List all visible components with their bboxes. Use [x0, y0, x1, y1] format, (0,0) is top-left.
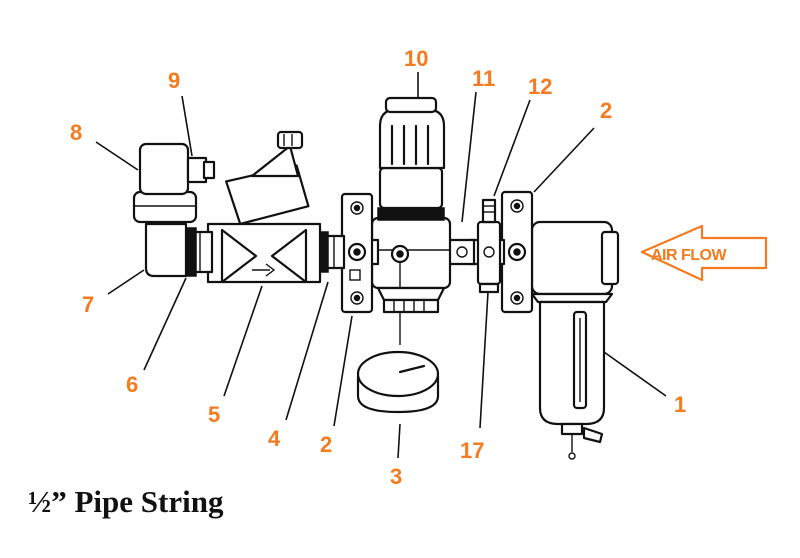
- callout-11: 11: [472, 66, 495, 91]
- port-block: [468, 198, 506, 294]
- lockout-valve: [206, 130, 322, 284]
- callout-1: 1: [674, 392, 686, 417]
- callout-6: 6: [126, 372, 138, 397]
- callout-3: 3: [390, 464, 402, 489]
- callout-5: 5: [208, 402, 220, 427]
- callout-numbers: 1 2 2 3 4 5 6 7 8 9 10 11 12 17: [70, 46, 686, 489]
- mounting-bracket-left: [340, 192, 374, 314]
- callout-2-left: 2: [320, 432, 332, 457]
- elbow-and-silencer: [132, 142, 216, 278]
- callout-10: 10: [404, 46, 428, 71]
- pressure-gauge: [356, 350, 440, 414]
- air-flow-label: AIR FLOW: [651, 247, 727, 264]
- callout-12: 12: [528, 74, 552, 99]
- pressure-regulator: [360, 96, 476, 345]
- filter-unit: [530, 220, 620, 460]
- callout-7: 7: [82, 292, 94, 317]
- callout-4: 4: [268, 426, 281, 451]
- callout-8: 8: [70, 120, 82, 145]
- callout-9: 9: [168, 68, 180, 93]
- callout-17: 17: [460, 438, 484, 463]
- mounting-bracket-right: [500, 190, 534, 314]
- callout-2-right: 2: [600, 98, 612, 123]
- air-flow-arrow: AIR FLOW: [640, 224, 768, 282]
- callout-leaders: [95, 72, 667, 459]
- diagram-title: ½” Pipe String: [28, 484, 224, 519]
